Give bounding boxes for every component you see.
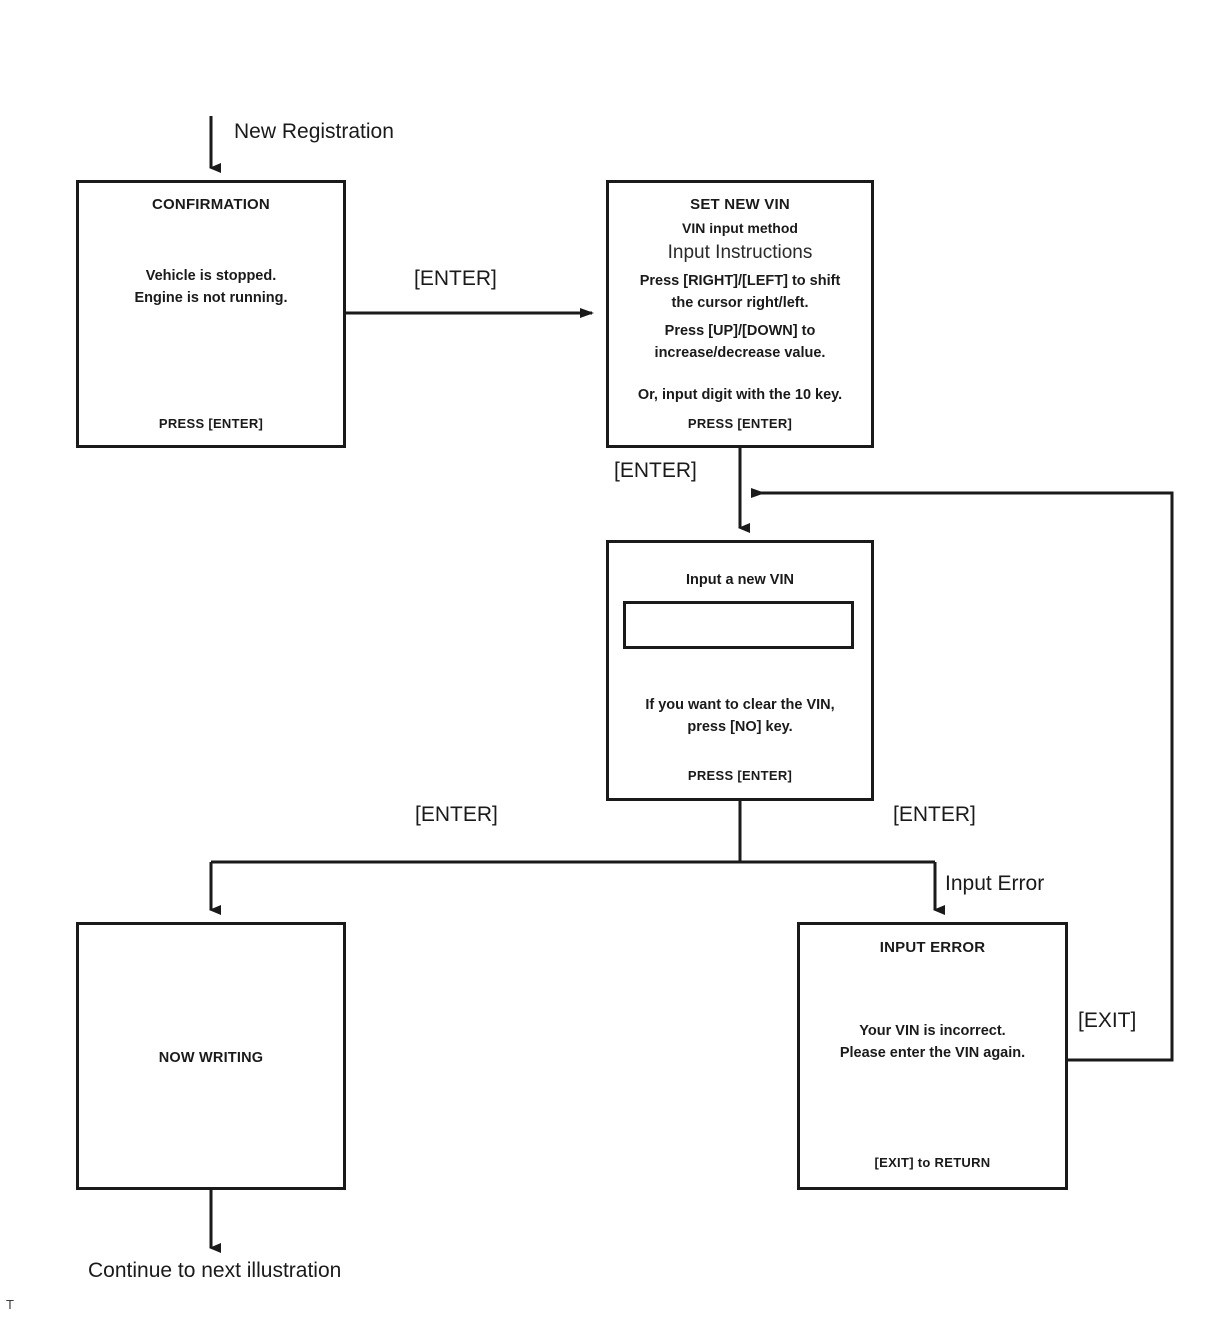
corner-mark: T <box>6 1297 14 1312</box>
exit-label: Continue to next illustration <box>88 1259 342 1282</box>
confirmation-message-line-2: Engine is not running. <box>134 290 288 306</box>
setvin-subtitle: VIN input method <box>682 220 798 236</box>
input-error-message-line-1: Your VIN is incorrect. <box>859 1023 1006 1039</box>
setvin-instruction-line-1: Press [RIGHT]/[LEFT] to shift <box>639 273 841 289</box>
vin-input-field[interactable] <box>623 601 854 649</box>
input-error-footer: [EXIT] to RETURN <box>874 1155 991 1170</box>
node-input-error[interactable]: INPUT ERROR Your VIN is incorrect. Pleas… <box>797 922 1068 1190</box>
node-input-new-vin[interactable]: Input a new VIN If you want to clear the… <box>606 540 874 801</box>
inputvin-title: Input a new VIN <box>686 572 794 588</box>
node-confirmation[interactable]: CONFIRMATION Vehicle is stopped. Engine … <box>76 180 346 448</box>
node-confirmation-inner: CONFIRMATION Vehicle is stopped. Engine … <box>79 183 343 445</box>
now-writing-label: NOW WRITING <box>158 1050 264 1066</box>
setvin-title: SET NEW VIN <box>690 196 790 213</box>
setvin-heading: Input Instructions <box>667 242 813 263</box>
edge-label-input-error-branch: Input Error <box>945 872 1045 895</box>
confirmation-title: CONFIRMATION <box>152 196 270 213</box>
input-error-message-line-2: Please enter the VIN again. <box>839 1045 1026 1061</box>
setvin-instruction-line-3: Press [UP]/[DOWN] to <box>664 323 816 339</box>
edge-label-inputvin-to-inputerror: [ENTER] <box>893 803 976 826</box>
setvin-instruction-line-5: Or, input digit with the 10 key. <box>637 387 843 403</box>
setvin-instruction-line-2: the cursor right/left. <box>671 295 809 311</box>
inputvin-hint-line-1: If you want to clear the VIN, <box>645 697 835 713</box>
inputvin-footer: PRESS [ENTER] <box>687 768 793 783</box>
node-input-new-vin-inner: Input a new VIN If you want to clear the… <box>609 543 871 798</box>
vin-input-value <box>626 604 851 628</box>
edge-label-exit-return: [EXIT] <box>1078 1009 1137 1032</box>
edge-label-confirmation-to-setvin: [ENTER] <box>414 267 497 290</box>
node-now-writing-inner: NOW WRITING <box>79 925 343 1187</box>
entry-label: New Registration <box>234 120 394 143</box>
setvin-footer: PRESS [ENTER] <box>687 416 793 431</box>
setvin-instruction-line-4: increase/decrease value. <box>654 345 826 361</box>
confirmation-message-line-1: Vehicle is stopped. <box>145 268 277 284</box>
node-now-writing[interactable]: NOW WRITING <box>76 922 346 1190</box>
edge-label-inputvin-to-nowwriting: [ENTER] <box>415 803 498 826</box>
input-error-title: INPUT ERROR <box>879 939 986 956</box>
node-input-error-inner: INPUT ERROR Your VIN is incorrect. Pleas… <box>800 925 1065 1187</box>
confirmation-footer: PRESS [ENTER] <box>158 416 264 431</box>
inputvin-hint-line-2: press [NO] key. <box>687 719 793 735</box>
edge-label-setvin-to-inputvin: [ENTER] <box>614 459 697 482</box>
node-set-new-vin[interactable]: SET NEW VIN VIN input method Input Instr… <box>606 180 874 448</box>
node-set-new-vin-inner: SET NEW VIN VIN input method Input Instr… <box>609 183 871 445</box>
